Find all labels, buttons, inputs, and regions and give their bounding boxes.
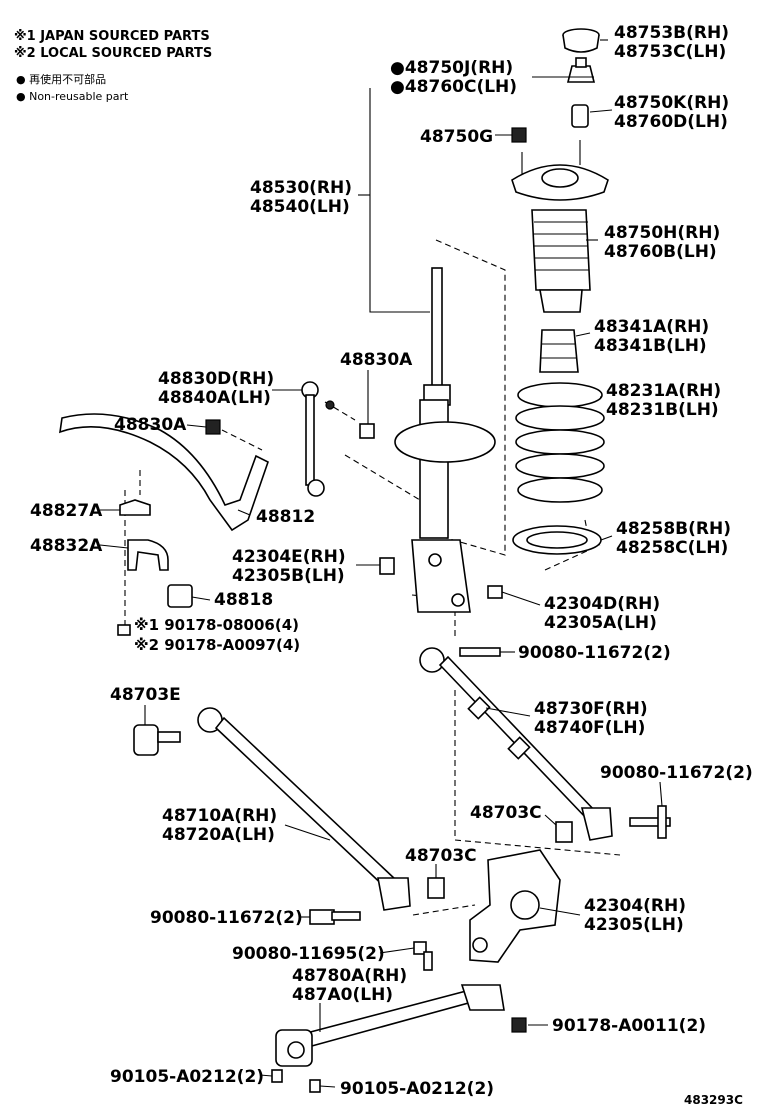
bushing-bracket (119, 499, 151, 516)
label-42304d-rh: 42304D(RH) (544, 594, 660, 614)
label-48710a-rh: 48710A(RH) (162, 806, 277, 826)
leader-lines (99, 39, 663, 1088)
small-nut (117, 624, 131, 636)
note-reuse-jp: ● 再使用不可部品 (16, 72, 106, 86)
steering-knuckle (469, 849, 561, 963)
label-48530-rh: 48530(RH) (250, 178, 352, 198)
stabilizer-nut (205, 419, 221, 435)
label-42304e-rh: 42304E(RH) (232, 547, 346, 567)
label-48750h-rh: 48750H(RH) (604, 223, 720, 243)
label-48710a-lh: 48720A(LH) (162, 825, 275, 845)
label-48780a-rh: 48780A(RH) (292, 966, 407, 986)
label-48750h-lh: 48760B(LH) (604, 242, 717, 262)
label-48750j-rh: ●48750J(RH) (390, 58, 513, 78)
lower-control-arm (197, 707, 411, 911)
label-48827a: 48827A (30, 501, 103, 521)
note-japan: ※1 JAPAN SOURCED PARTS (14, 29, 210, 44)
note-local: ※2 LOCAL SOURCED PARTS (14, 46, 212, 61)
label-48832a: 48832A (30, 536, 103, 556)
coil-spring (515, 382, 605, 503)
label-48830a-top: 48830A (340, 350, 413, 370)
label-48750k-rh: 48750K(RH) (614, 93, 729, 113)
label-42304e-lh: 42305B(LH) (232, 566, 345, 586)
label-48753-rh: 48753B(RH) (614, 23, 729, 43)
label-48703c-b: 48703C (405, 846, 477, 866)
label-48258-rh: 48258B(RH) (616, 519, 731, 539)
dash-line (454, 600, 621, 856)
label-48730f-rh: 48730F(RH) (534, 699, 648, 719)
note-reuse-en: ● Non-reusable part (16, 90, 129, 103)
label-48753-lh: 48753C(LH) (614, 42, 726, 62)
strut-mount (511, 140, 609, 201)
stabilizer-bar (59, 413, 269, 532)
dash-line (412, 904, 476, 916)
label-48530-lh: 48540(LH) (250, 197, 350, 217)
label-48818: 48818 (214, 590, 273, 610)
bolt (379, 557, 503, 599)
bushing-bracket (127, 539, 169, 571)
bushing (167, 584, 193, 608)
label-48750g: 48750G (420, 127, 493, 147)
shock-absorber (394, 267, 496, 613)
stabilizer-link (301, 381, 335, 497)
label-90105-a0212-b: 90105-A0212(2) (340, 1079, 494, 1099)
bushing (427, 821, 573, 899)
small-nut (511, 127, 527, 143)
reference-code: 483293C (684, 1093, 743, 1107)
label-48258-lh: 48258C(LH) (616, 538, 728, 558)
label-48730f-lh: 48740F(LH) (534, 718, 645, 738)
bump-stopper (539, 329, 579, 373)
label-90105-a0212-a: 90105-A0212(2) (110, 1067, 264, 1087)
label-48830d-lh: 48840A(LH) (158, 388, 271, 408)
label-90080-11672-c: 90080-11672(2) (150, 908, 303, 928)
label-48830d-rh: 48830D(RH) (158, 369, 274, 389)
label-42304d-lh: 42305A(LH) (544, 613, 657, 633)
bushing (133, 724, 181, 756)
dash-line (344, 454, 421, 501)
lock-nut (566, 57, 596, 83)
label-90178-a0097: ※2 90178-A0097(4) (134, 636, 300, 654)
label-90080-11672-a: 90080-11672(2) (518, 643, 671, 663)
label-48703e: 48703E (110, 685, 181, 705)
label-48812: 48812 (256, 507, 315, 527)
dash-line (221, 429, 263, 451)
label-48830a-left: 48830A (114, 415, 187, 435)
label-48231-rh: 48231A(RH) (606, 381, 721, 401)
label-48341-lh: 48341B(LH) (594, 336, 707, 356)
label-48703c-a: 48703C (470, 803, 542, 823)
label-48231-lh: 48231B(LH) (606, 400, 719, 420)
bolt (309, 909, 433, 971)
label-90080-11695: 90080-11695(2) (232, 944, 385, 964)
label-90178-a0011: 90178-A0011(2) (552, 1016, 706, 1036)
label-90080-11672-b: 90080-11672(2) (600, 763, 753, 783)
label-48750k-lh: 48760D(LH) (614, 112, 728, 132)
spacer-collar (571, 104, 589, 128)
label-42304-lh: 42305(LH) (584, 915, 684, 935)
label-90178-08006: ※1 90178-08006(4) (134, 616, 299, 634)
label-48780a-lh: 487A0(LH) (292, 985, 393, 1005)
spring-insulator (512, 525, 602, 555)
dust-boot (531, 209, 591, 313)
stabilizer-nut (359, 423, 375, 439)
label-48750j-lh: ●48760C(LH) (390, 77, 517, 97)
lateral-rod (271, 984, 527, 1093)
upper-control-arm (419, 647, 613, 841)
label-48341-rh: 48341A(RH) (594, 317, 709, 337)
label-42304-rh: 42304(RH) (584, 896, 686, 916)
upper-seat-cap (562, 28, 600, 53)
